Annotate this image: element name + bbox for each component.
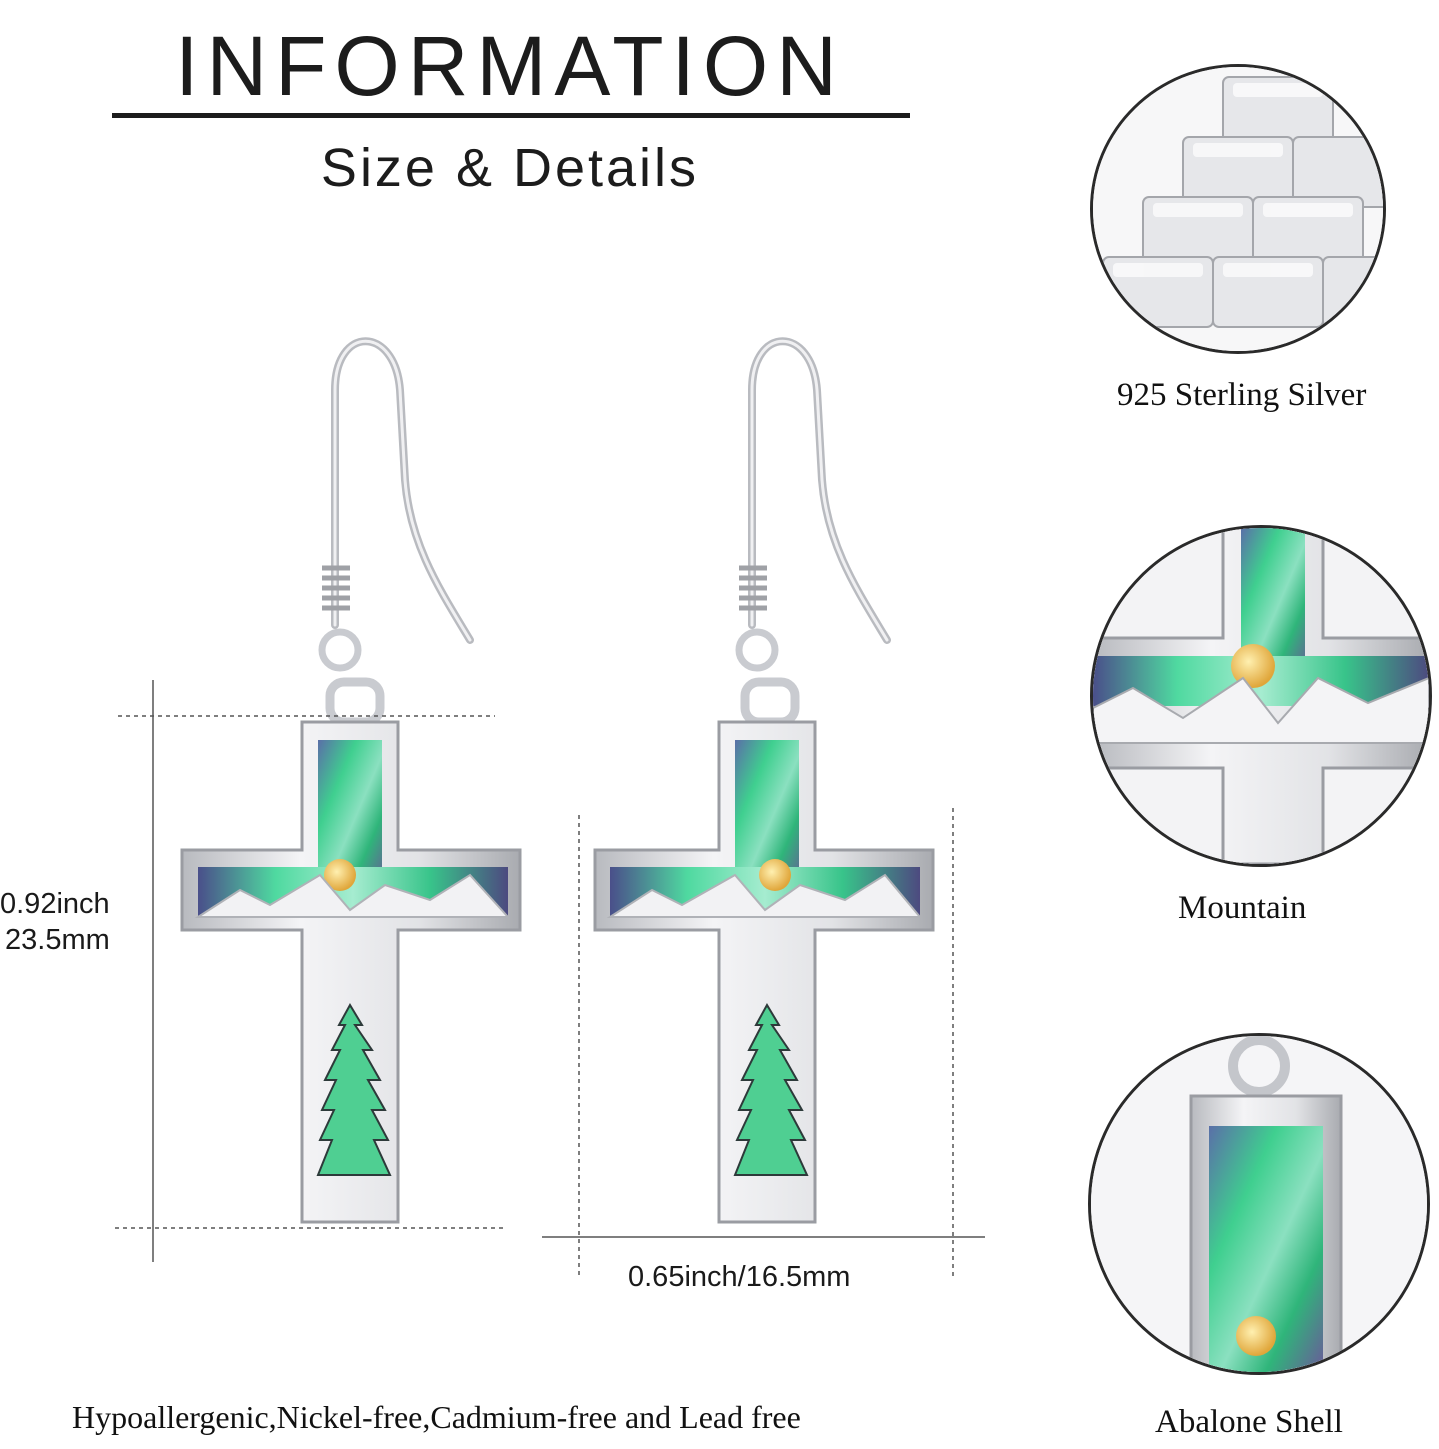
height-inch-label: 0.92inch bbox=[0, 888, 110, 920]
width-label: 0.65inch/16.5mm bbox=[628, 1261, 851, 1293]
feature-label-abalone: Abalone Shell bbox=[1155, 1404, 1343, 1440]
earrings-illustration bbox=[115, 337, 985, 1278]
silver-bars-icon bbox=[1090, 64, 1386, 354]
title-divider bbox=[112, 113, 910, 118]
page-title: INFORMATION bbox=[175, 19, 845, 113]
feature-label-mountain: Mountain bbox=[1178, 890, 1307, 926]
page-subtitle: Size & Details bbox=[320, 138, 700, 198]
right-earring-icon bbox=[593, 337, 935, 1224]
height-dimension-lines bbox=[115, 680, 505, 1262]
height-mm-label: 23.5mm bbox=[5, 924, 110, 956]
hypoallergenic-note: Hypoallergenic,Nickel-free,Cadmium-free … bbox=[72, 1399, 801, 1435]
feature-label-silver: 925 Sterling Silver bbox=[1117, 377, 1367, 413]
mountain-icon bbox=[1090, 525, 1432, 867]
abalone-shell-icon bbox=[1088, 1033, 1430, 1375]
left-earring-icon bbox=[180, 337, 522, 1224]
width-dimension-lines bbox=[542, 808, 985, 1278]
